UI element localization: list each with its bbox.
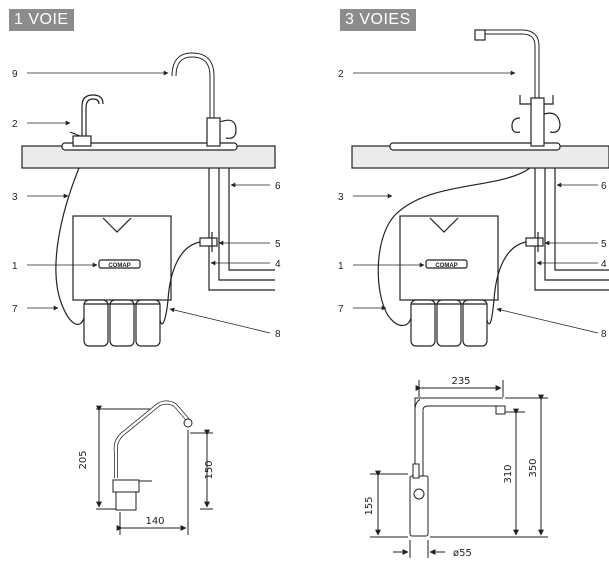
brand-logo-left: COMAP xyxy=(108,263,130,269)
callout-2-right: 2 xyxy=(338,69,344,80)
callout-6-right: 6 xyxy=(601,181,607,192)
brand-logo-right: COMAP xyxy=(435,263,457,269)
panel-title-3-voies: 3 VOIES xyxy=(340,9,416,31)
filter-housing-right xyxy=(399,215,499,301)
dim-205: 205 xyxy=(78,450,89,469)
dim-diameter-55: ø55 xyxy=(453,548,472,559)
right-faucet-dimensions xyxy=(370,380,548,558)
callout-9: 9 xyxy=(12,69,18,80)
callout-7: 7 xyxy=(12,304,18,315)
callout-7-right: 7 xyxy=(338,304,344,315)
dim-140: 140 xyxy=(145,516,164,527)
callout-4: 4 xyxy=(275,259,281,270)
cartridge-2-left xyxy=(109,299,135,347)
callout-3-right: 3 xyxy=(338,192,344,203)
dim-235: 235 xyxy=(451,376,470,387)
cartridge-3-right xyxy=(462,299,488,347)
cartridge-2-right xyxy=(436,299,462,347)
right-callouts xyxy=(353,70,599,334)
callout-8: 8 xyxy=(275,329,281,340)
dim-310: 310 xyxy=(503,464,514,483)
left-faucet-dimensions xyxy=(96,400,213,535)
callout-5: 5 xyxy=(275,239,281,250)
cartridge-1-left xyxy=(83,299,109,347)
panel-title-1-voie: 1 VOIE xyxy=(9,9,74,31)
sink-rim-right xyxy=(389,142,561,151)
dim-350: 350 xyxy=(528,458,539,477)
callout-1: 1 xyxy=(12,261,18,272)
left-dimension-labels: 205 150 140 xyxy=(78,450,215,527)
sink-rim-left xyxy=(61,142,238,151)
right-installation xyxy=(351,29,609,347)
dim-150: 150 xyxy=(204,460,215,479)
cartridge-1-right xyxy=(410,299,436,347)
left-callout-labels: 9 2 3 1 7 6 5 4 8 COMAP xyxy=(12,69,281,340)
filter-faucet-left xyxy=(81,94,104,146)
filter-housing-left xyxy=(72,215,172,301)
callout-4-right: 4 xyxy=(601,259,607,270)
callout-5-right: 5 xyxy=(601,239,607,250)
callout-1-right: 1 xyxy=(338,261,344,272)
callout-3: 3 xyxy=(12,192,18,203)
right-callout-labels: 2 3 1 7 6 5 4 8 COMAP xyxy=(338,69,607,340)
callout-6: 6 xyxy=(275,181,281,192)
callout-8-right: 8 xyxy=(601,329,607,340)
right-dimension-labels: 235 155 310 350 ø55 xyxy=(364,376,539,559)
left-callouts xyxy=(27,70,271,334)
left-installation xyxy=(21,52,276,347)
cartridge-3-left xyxy=(135,299,161,347)
callout-2: 2 xyxy=(12,119,18,130)
dim-155: 155 xyxy=(364,496,375,515)
